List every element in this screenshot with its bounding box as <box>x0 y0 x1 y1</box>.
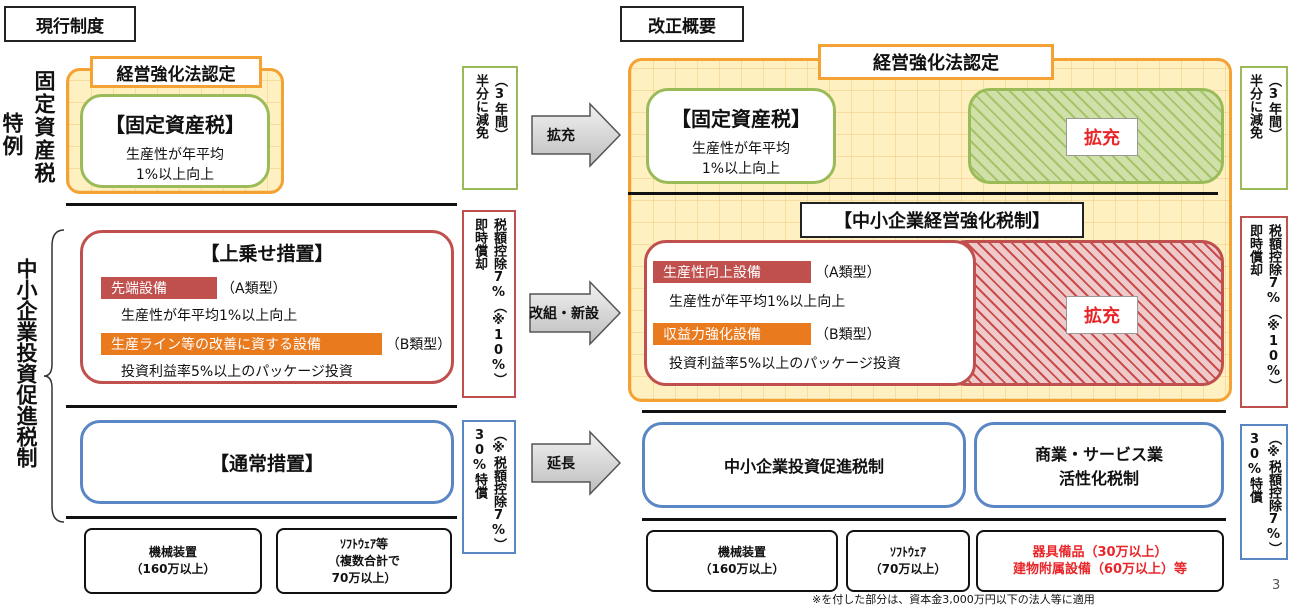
revised-normal-side: （※税額控除7%） 30%特償 <box>1240 424 1288 560</box>
current-upper-side-1: 税額控除7%（※10%） <box>491 218 506 386</box>
divider-current-1 <box>66 203 457 206</box>
revised-sme-label: 【中小企業経営強化税制】 <box>800 202 1084 238</box>
revised-fixed-tax-side-2: 半分に減免 <box>1247 74 1262 139</box>
row-label-sme-text: 中小企業投資促進税制 <box>14 258 38 468</box>
revised-expand-label-2: 拡充 <box>1066 296 1138 334</box>
arrow-extend <box>531 430 622 496</box>
current-upper-title: 【上乗せ措置】 <box>200 243 334 265</box>
current-fixed-tax-title: 【固定資産税】 <box>105 113 245 137</box>
revised-upper-side-2: 即時償却 <box>1247 224 1262 276</box>
arrow-extend-label: 延長 <box>547 456 575 472</box>
current-fixed-tax-line2: 1%以上向上 <box>135 167 215 183</box>
revised-machine-line2: （160万以上） <box>699 562 785 576</box>
row-label-sme: 中小企業投資促進税制 <box>8 258 44 498</box>
current-b-label: 生産ライン等の改善に資する設備 <box>101 333 382 355</box>
revised-normal-right-line1: 商業・サービス業 <box>1034 445 1163 464</box>
revised-normal-side-1: （※税額控除7%） <box>1266 432 1281 555</box>
current-software-box: ｿﾌﾄｳｪｱ等 （複数合計で 70万以上） <box>276 528 452 594</box>
revised-fixed-tax-line1: 生産性が年平均 <box>692 141 790 157</box>
current-fixed-tax-line1: 生産性が年平均 <box>126 147 224 163</box>
revised-a-type: （A類型） <box>815 265 881 281</box>
current-normal-side-2: 30%特償 <box>472 428 487 499</box>
revised-a-label: 生産性向上設備 <box>653 261 811 283</box>
current-a-label: 先端設備 <box>101 277 217 299</box>
revised-software-line2: （70万以上） <box>869 562 947 576</box>
revised-software-box: ｿﾌﾄｳｪｱ （70万以上） <box>846 530 970 592</box>
revised-machine-line1: 機械装置 <box>717 545 766 559</box>
revised-machine-box: 機械装置 （160万以上） <box>646 530 838 592</box>
revised-upper-box: 生産性向上設備 （A類型） 生産性が年平均1%以上向上 収益力強化設備 （B類型… <box>644 240 976 386</box>
revised-expand-label-1: 拡充 <box>1066 118 1138 156</box>
row-label-fixed-tax-line2: 特例 <box>0 112 24 158</box>
divider-revised-1 <box>628 192 1218 195</box>
revised-b-type: （B類型） <box>815 327 881 343</box>
revised-normal-left-text: 中小企業投資促進税制 <box>723 457 884 476</box>
current-upper-side: 税額控除7%（※10%） 即時償却 <box>462 210 516 398</box>
arrow-reorganize <box>529 280 622 346</box>
current-normal-side: （※税額控除7%） 30%特償 <box>462 420 516 554</box>
current-fixed-tax-side-2: 半分に減免 <box>473 74 488 139</box>
row-label-fixed-tax: 固定資産税 特例 <box>0 70 56 200</box>
revised-normal-right-line2: 活性化税制 <box>1058 469 1139 488</box>
current-machine-line2: （160万以上） <box>130 562 216 576</box>
current-fixed-tax-side: （3年間） 半分に減免 <box>462 66 518 190</box>
revised-a-desc: 生産性が年平均1%以上向上 <box>669 294 846 310</box>
bracket-sme <box>43 229 65 523</box>
revised-extra-line2: 建物附属設備（60万以上）等 <box>1012 562 1188 577</box>
revised-fixed-tax-side: （3年間） 半分に減免 <box>1240 66 1288 190</box>
current-b-desc: 投資利益率5%以上のパッケージ投資 <box>121 364 353 380</box>
revised-fixed-tax-title: 【固定資産税】 <box>671 107 811 131</box>
current-normal-text: 【通常措置】 <box>209 452 324 475</box>
header-revised: 改正概要 <box>620 6 744 42</box>
current-machine-box: 機械装置 （160万以上） <box>84 528 262 594</box>
row-label-fixed-tax-line1: 固定資産税 <box>32 70 56 185</box>
arrow-reorganize-label: 改組・新設 <box>529 306 599 322</box>
current-cert-label: 経営強化法認定 <box>90 56 262 88</box>
page-number: 3 <box>1272 578 1281 593</box>
revised-fixed-tax-line2: 1%以上向上 <box>701 161 781 177</box>
divider-current-2 <box>66 405 457 408</box>
arrow-expand <box>531 102 622 168</box>
current-fixed-tax-box: 【固定資産税】 生産性が年平均 1%以上向上 <box>80 94 270 188</box>
current-software-line1: ｿﾌﾄｳｪｱ等 <box>339 536 388 551</box>
current-software-line3: 70万以上） <box>331 570 397 585</box>
footnote: ※を付した部分は、資本金3,000万円以下の法人等に適用 <box>812 593 1095 606</box>
revised-cert-label: 経営強化法認定 <box>818 44 1054 80</box>
revised-fixed-tax-box: 【固定資産税】 生産性が年平均 1%以上向上 <box>646 88 836 184</box>
divider-revised-2 <box>642 410 1226 413</box>
current-a-desc: 生産性が年平均1%以上向上 <box>121 308 298 324</box>
revised-extra-line1: 器具備品（30万以上） <box>1032 545 1168 560</box>
revised-normal-right: 商業・サービス業 活性化税制 <box>974 422 1224 508</box>
current-b-type: （B類型） <box>385 337 452 353</box>
current-software-line2: （複数合計で <box>327 553 400 568</box>
divider-current-3 <box>66 516 457 519</box>
revised-upper-side: 税額控除7%（※10%） 即時償却 <box>1240 216 1288 408</box>
revised-b-label: 収益力強化設備 <box>653 323 811 345</box>
revised-software-line1: ｿﾌﾄｳｪｱ <box>889 545 926 559</box>
revised-fixed-tax-side-1: （3年間） <box>1266 74 1281 141</box>
current-fixed-tax-side-1: （3年間） <box>492 74 507 141</box>
revised-upper-side-1: 税額控除7%（※10%） <box>1266 224 1281 392</box>
revised-b-desc: 投資利益率5%以上のパッケージ投資 <box>669 356 901 372</box>
revised-extra-box: 器具備品（30万以上） 建物附属設備（60万以上）等 <box>976 530 1224 592</box>
current-machine-line1: 機械装置 <box>148 545 197 559</box>
current-normal-box: 【通常措置】 <box>80 420 454 504</box>
current-upper-side-2: 即時償却 <box>472 218 487 270</box>
current-normal-side-1: （※税額控除7%） <box>491 428 506 551</box>
header-current: 現行制度 <box>4 6 136 42</box>
revised-upper-expansion <box>944 240 1224 386</box>
revised-normal-left: 中小企業投資促進税制 <box>642 422 966 508</box>
arrow-expand-label: 拡充 <box>547 128 575 144</box>
current-upper-box: 【上乗せ措置】 先端設備 （A類型） 生産性が年平均1%以上向上 生産ライン等の… <box>80 230 454 384</box>
current-a-type: （A類型） <box>221 281 287 297</box>
divider-revised-3 <box>642 518 1226 521</box>
revised-normal-side-2: 30%特償 <box>1247 432 1262 503</box>
